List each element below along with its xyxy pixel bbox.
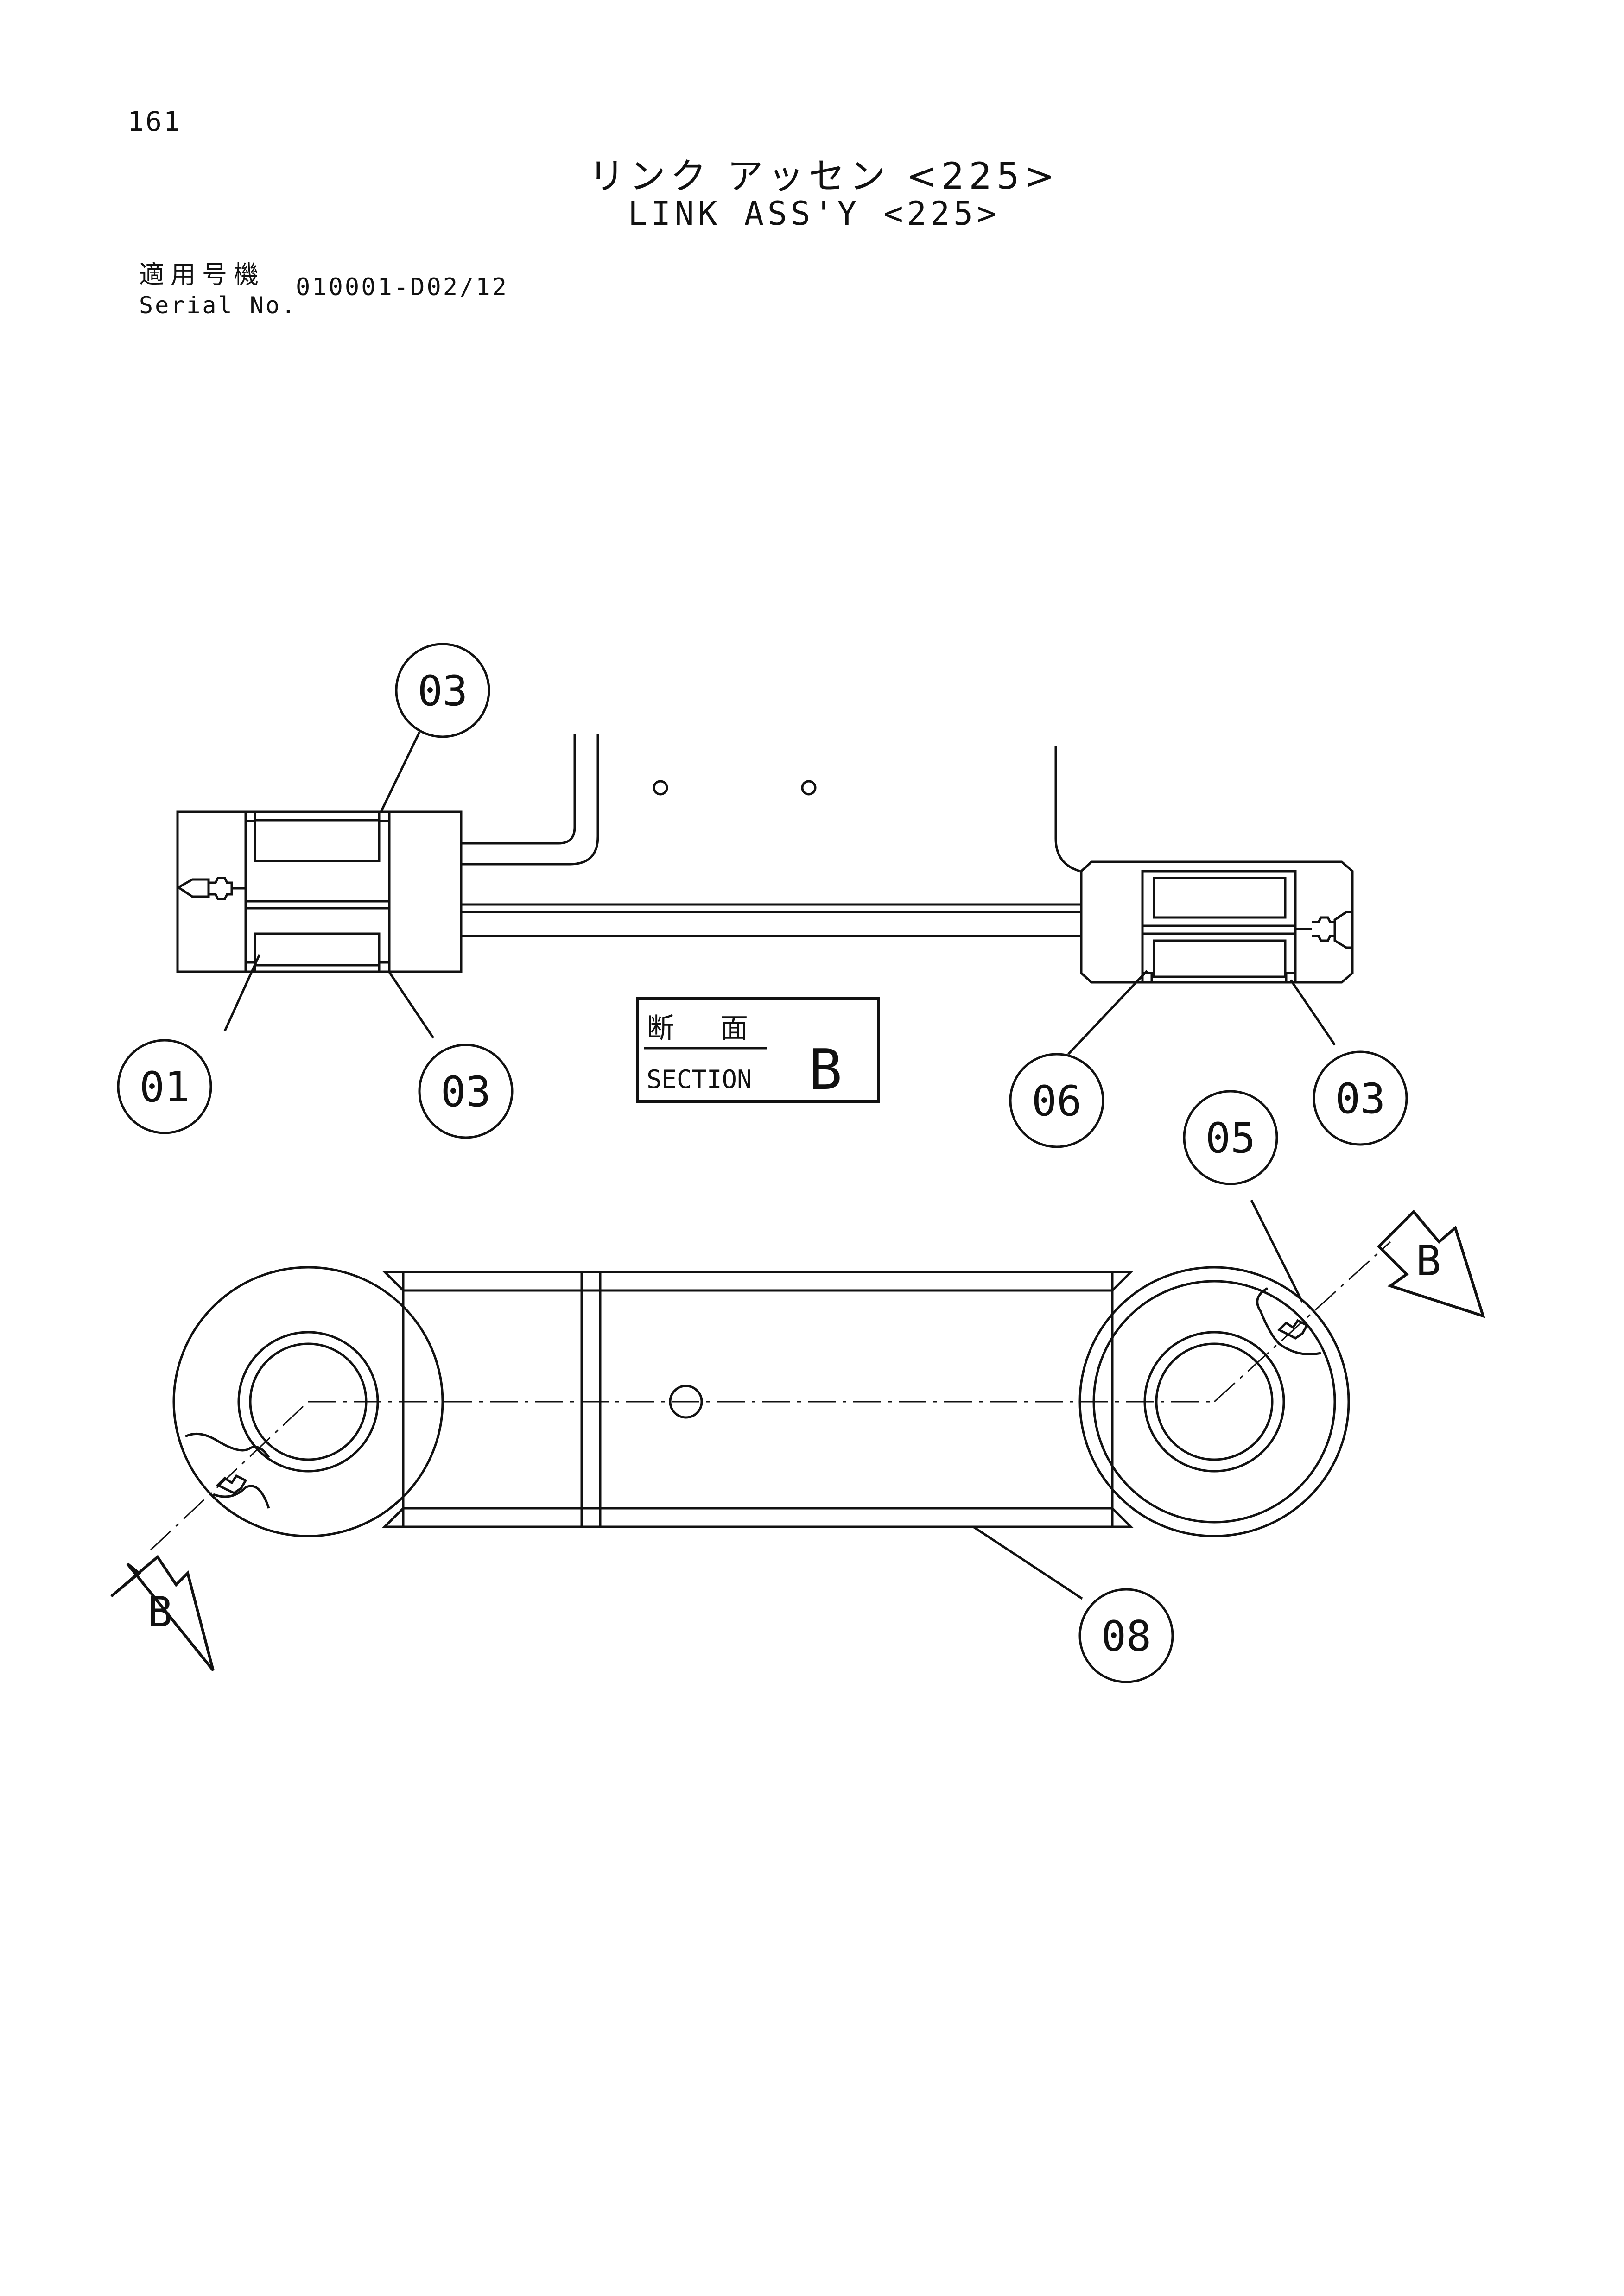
section-label-box <box>636 997 880 1103</box>
section-label-english: SECTION <box>647 1065 752 1094</box>
callout-06-label: 06 <box>1032 1077 1082 1126</box>
page-number: 161 <box>127 106 182 137</box>
callout-01: 01 <box>117 1039 212 1134</box>
callout-03-bottom-left: 03 <box>418 1044 514 1139</box>
serial-label-japanese: 適用号機 <box>139 260 265 289</box>
callout-03-right: 03 <box>1313 1050 1408 1146</box>
title-japanese: リンク アッセン <225> <box>589 156 1059 197</box>
callout-03-top-label: 03 <box>418 667 468 715</box>
callout-08-label: 08 <box>1101 1612 1151 1661</box>
callout-05: 05 <box>1183 1090 1278 1185</box>
callout-01-label: 01 <box>140 1063 190 1112</box>
section-arrow-label-right: B <box>1416 1237 1441 1285</box>
section-arrow-label-left: B <box>147 1588 172 1637</box>
serial-label-english: Serial No. <box>139 292 298 319</box>
section-label-japanese: 断 面 <box>647 1012 767 1045</box>
callout-03-right-label: 03 <box>1335 1075 1385 1123</box>
callout-03-top: 03 <box>395 643 490 738</box>
serial-number-value: 010001-D02/12 <box>296 273 508 301</box>
callout-03-bottom-left-label: 03 <box>441 1068 491 1116</box>
title-english: LINK ASS'Y <225> <box>628 195 1000 233</box>
section-view <box>176 731 1354 1055</box>
section-label-letter: B <box>809 1038 842 1102</box>
link-body-view <box>110 1199 1485 1671</box>
callout-06: 06 <box>1009 1053 1104 1148</box>
callout-08: 08 <box>1078 1588 1174 1683</box>
callout-05-label: 05 <box>1205 1114 1256 1163</box>
